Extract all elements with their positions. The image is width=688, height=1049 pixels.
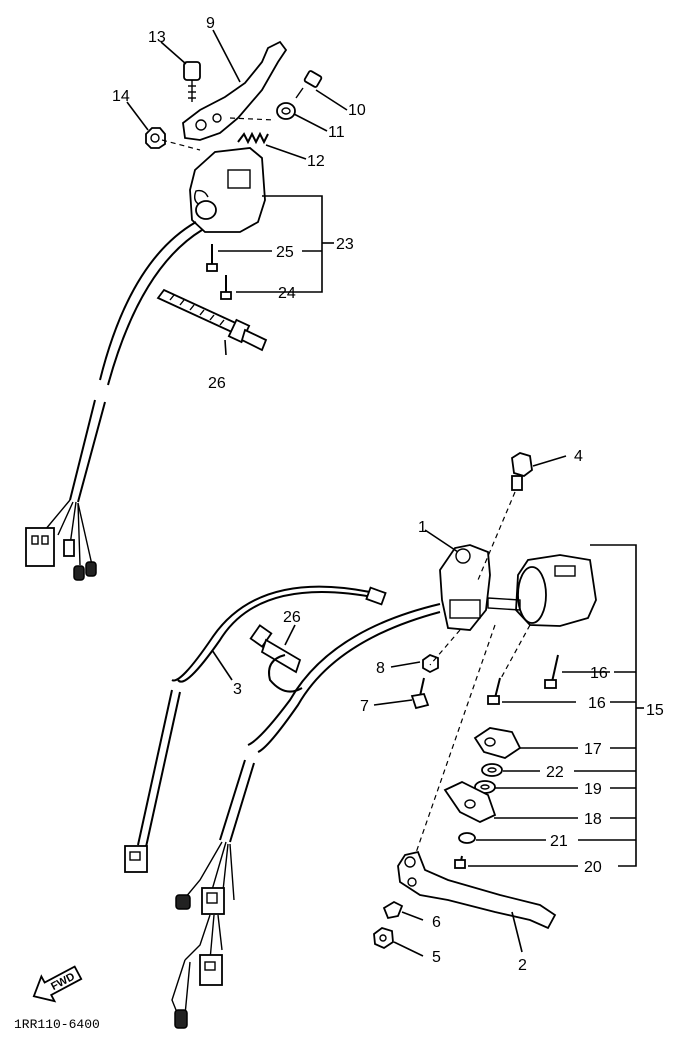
bolt-4: [511, 452, 533, 491]
label-10: 10: [348, 102, 366, 119]
wire-harness-upper: [25, 221, 203, 581]
brake-lever: [397, 850, 557, 930]
washer-21: [458, 832, 476, 844]
alignment-line: [499, 624, 531, 681]
alignment-line: [229, 117, 276, 121]
fwd-arrow-icon: FWD: [32, 965, 83, 1003]
label-26-lower: 26: [283, 609, 301, 626]
label-24: 24: [278, 285, 296, 302]
handlebar-switch-upper: [189, 147, 266, 233]
label-18: 18: [584, 811, 602, 828]
screw-20: [454, 855, 466, 869]
screw-16b: [487, 677, 501, 705]
spring: [237, 131, 269, 145]
label-11: 11: [328, 124, 345, 141]
label-3: 3: [233, 681, 242, 698]
lock-nut: [145, 127, 166, 149]
nut-5: [373, 927, 394, 950]
washer-22: [481, 763, 503, 777]
drawing-code: 1RR110-6400: [14, 1017, 100, 1032]
label-5: 5: [432, 949, 441, 966]
handlebar-switch-lower: [487, 554, 597, 627]
throttle-cap-17: [473, 727, 522, 759]
label-16b: 16: [588, 695, 606, 712]
label-4: 4: [574, 448, 583, 465]
label-22: 22: [546, 764, 564, 781]
label-2: 2: [518, 957, 527, 974]
screw-16a: [544, 654, 559, 689]
label-7: 7: [360, 698, 369, 715]
label-16a: 16: [590, 665, 608, 682]
alignment-line: [409, 624, 496, 871]
adjust-screw: [295, 70, 323, 99]
cable-tie-upper: [156, 288, 268, 352]
screw-25: [206, 244, 218, 272]
cable-tie-lower: [249, 624, 303, 693]
clutch-lever: [182, 40, 288, 141]
label-12: 12: [307, 153, 325, 170]
bolt-7: [410, 677, 430, 710]
fwd-label: FWD: [49, 971, 77, 993]
pivot-bolt: [183, 61, 201, 102]
label-9: 9: [206, 15, 215, 32]
label-6: 6: [432, 914, 441, 931]
label-23: 23: [336, 236, 354, 253]
pivot-pin-6: [382, 900, 404, 920]
leader-lines: [126, 29, 644, 957]
label-21: 21: [550, 833, 568, 850]
alignment-line: [477, 491, 516, 581]
screw-24: [220, 275, 232, 300]
wire-harness-lower: [171, 603, 441, 1029]
cable-3: [124, 585, 387, 873]
master-cylinder-bracket: [439, 544, 491, 631]
throttle-cap-18: [443, 780, 497, 823]
label-13: 13: [148, 29, 166, 46]
label-1: 1: [418, 519, 427, 536]
label-26-upper: 26: [208, 375, 226, 392]
label-14: 14: [112, 88, 130, 105]
label-25: 25: [276, 244, 294, 261]
alignment-line: [161, 139, 201, 151]
label-19: 19: [584, 781, 602, 798]
collar: [276, 102, 296, 120]
alignment-line: [429, 629, 461, 666]
label-17: 17: [584, 741, 602, 758]
label-8: 8: [376, 660, 385, 677]
label-20: 20: [584, 859, 602, 876]
label-15: 15: [646, 702, 664, 719]
